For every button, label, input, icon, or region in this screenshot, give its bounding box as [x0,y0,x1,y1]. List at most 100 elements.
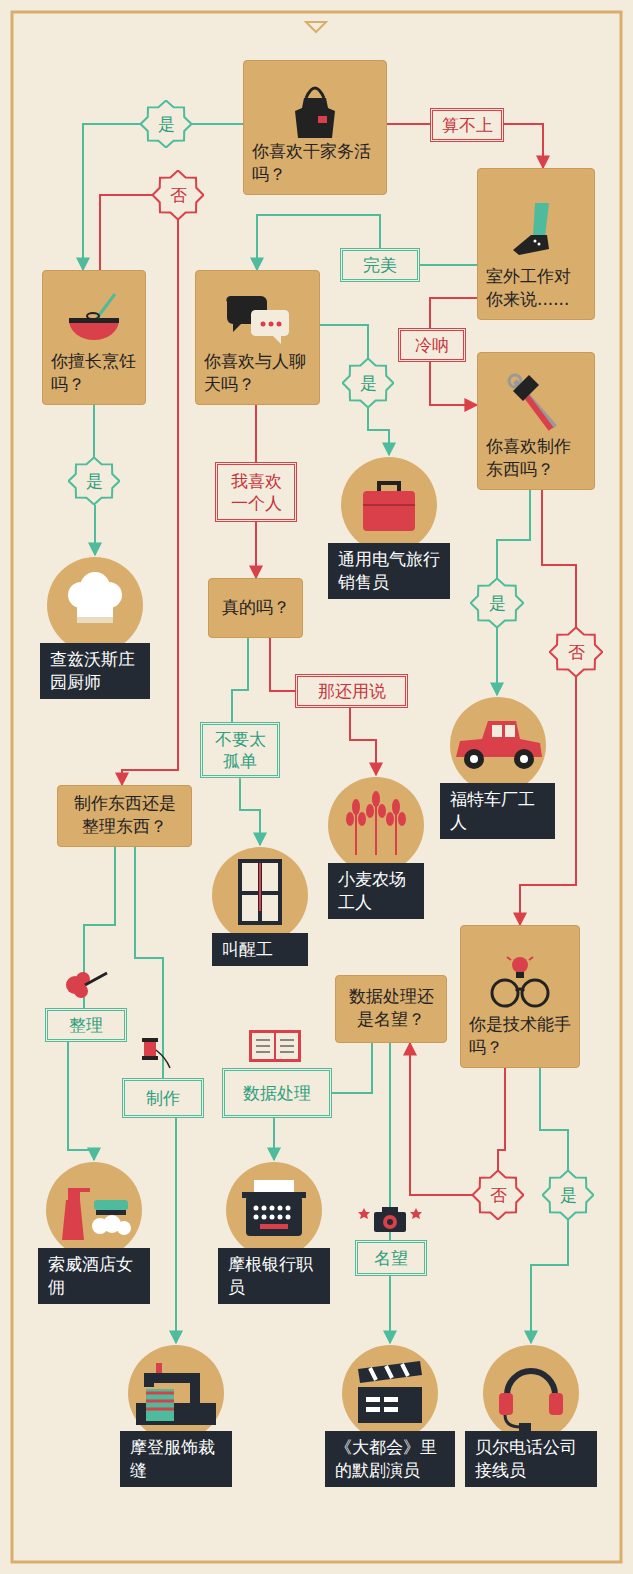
node-text: 否 [568,641,585,664]
icon-holder [340,1343,440,1443]
icon-holder [339,455,439,555]
icon-holder [44,1160,144,1260]
node-text: 贝尔电话公司接线员 [475,1436,587,1482]
question-box: 数据处理还是名望？ [335,975,447,1043]
icon-holder [448,695,548,795]
node-text: 算不上 [442,114,493,136]
job-label: 摩登服饰裁缝 [120,1431,232,1487]
node-text: 数据处理还是名望？ [344,985,438,1031]
node-text: 摩根银行职员 [228,1253,320,1299]
node-text: 制作东西还是整理东西？ [66,792,183,838]
node-text: 小麦农场工人 [338,868,414,914]
connector [68,1042,94,1160]
question-icon [501,373,571,435]
yes-option-box: 制作 [122,1078,204,1118]
no-option-box: 算不上 [430,108,504,142]
yes-rosette: 是 [470,578,524,628]
connector [387,123,430,125]
job-label: 叫醒工 [212,933,308,966]
icon-holder [224,1160,324,1260]
node-text: 冷呐 [415,334,449,356]
node-text: 完美 [363,254,397,276]
no-option-box: 那还用说 [295,674,408,708]
job-result: 叫醒工 [212,845,308,966]
node-text: 你是技术能手吗？ [469,1013,571,1059]
result-icon [481,1343,581,1443]
job-label: 福特车厂工人 [440,783,555,839]
node-text: 是 [86,470,103,493]
node-text: 是 [560,1184,577,1207]
question-box: 你擅长烹饪吗？ [42,270,146,405]
connector [498,1068,505,1170]
job-result: 福特车厂工人 [440,695,555,839]
icon-holder [486,203,586,265]
thread-icon [142,1038,170,1068]
connector [332,1043,372,1093]
job-label: 摩根银行职员 [218,1248,330,1304]
node-text: 你喜欢制作东西吗？ [486,435,586,481]
node-text: 你擅长烹饪吗？ [51,350,137,396]
connector [430,362,477,405]
yes-option-box: 不要太孤单 [200,722,280,778]
yes-rosette: 是 [68,457,120,505]
job-result: 通用电气旅行销售员 [328,455,450,599]
connector [350,708,376,775]
question-icon [501,203,571,265]
connector [175,1118,177,1343]
icon-holder [210,845,310,945]
connector [420,264,477,266]
ledger-icon [249,1030,301,1062]
icon-holder [481,1343,581,1443]
node-text: 那还用说 [318,680,386,702]
job-result: 小麦农场工人 [328,775,424,919]
no-option-box: 冷呐 [398,328,466,362]
node-text: 是 [489,592,506,615]
node-text: 《大都会》里的默剧演员 [335,1436,445,1482]
result-icon [45,555,145,655]
icon-holder [469,951,571,1013]
question-icon [59,288,129,350]
node-text: 否 [170,184,187,207]
yes-option-box: 完美 [340,248,420,282]
connector [93,405,95,457]
node-text: 否 [490,1184,507,1207]
job-label: 通用电气旅行销售员 [328,543,450,599]
result-icon [326,775,426,875]
connector [94,505,96,555]
question-box: 室外工作对你来说...... [477,168,595,320]
result-icon [126,1343,226,1443]
result-icon [340,1343,440,1443]
node-text: 你喜欢与人聊天吗？ [204,350,311,396]
connector [430,298,477,328]
icon-holder [45,555,145,655]
connector [496,628,498,695]
question-box: 真的吗？ [208,578,303,638]
connector [232,638,248,722]
node-text: 查兹沃斯庄园厨师 [50,648,140,694]
job-label: 《大都会》里的默剧演员 [325,1431,455,1487]
job-result: 查兹沃斯庄园厨师 [40,555,150,699]
connector [240,778,260,845]
yes-option-box: 整理 [45,1008,127,1042]
node-text: 室外工作对你来说...... [486,265,586,311]
job-result: 摩根银行职员 [218,1160,330,1304]
yes-option-box: 名望 [355,1240,427,1276]
connector [135,847,163,1078]
result-icon [339,455,439,555]
icon-holder [486,373,586,435]
frame [12,12,621,1562]
icon-holder [204,288,311,350]
connector [504,124,543,168]
result-icon [224,1160,324,1260]
node-text: 数据处理 [243,1082,311,1104]
no-rosette: 否 [549,627,603,677]
connector [255,405,257,462]
question-box: 你喜欢制作东西吗？ [477,352,595,490]
no-rosette: 否 [152,170,204,220]
node-text: 真的吗？ [217,596,294,619]
connector [497,490,530,578]
connector [255,522,257,578]
job-label: 贝尔电话公司接线员 [465,1431,597,1487]
question-box: 你喜欢干家务活吗？ [243,60,387,195]
yes-rosette: 是 [542,1170,594,1220]
